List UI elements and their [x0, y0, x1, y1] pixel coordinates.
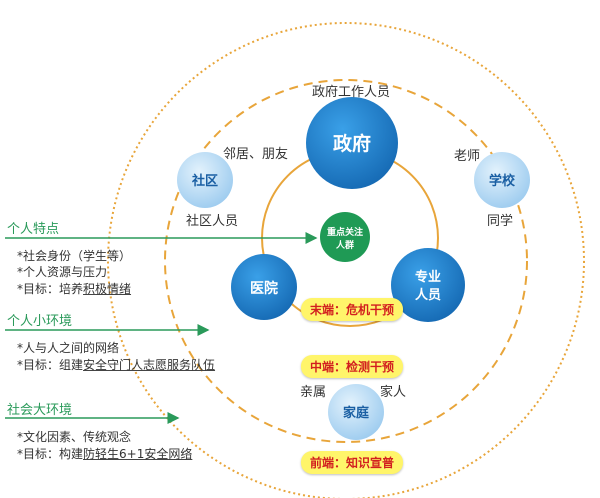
teacher-label: 老师 — [454, 149, 481, 164]
personal-goal: *目标：培养积极情绪 — [17, 282, 131, 296]
hospital-node-label: 医院 — [250, 280, 278, 297]
center-node-label-line1: 重点关注 — [327, 226, 363, 238]
professional-node-label-line1: 专业 — [415, 269, 441, 285]
small-env-goal-text: 安全守门人志愿服务队伍 — [83, 358, 216, 372]
large-env-item-1: *文化因素、传统观念 — [17, 430, 132, 444]
community-staff-label: 社区人员 — [186, 214, 239, 229]
center-node-label-line2: 人群 — [335, 239, 354, 251]
relatives-label: 亲属 — [300, 385, 327, 400]
badge-end-crisis: 末端：危机干预 — [301, 298, 404, 321]
personal-item-1: *社会身份（学生等） — [17, 249, 132, 263]
center-node — [320, 212, 370, 262]
gov-staff-label: 政府工作人员 — [312, 85, 391, 100]
community-node-label: 社区 — [191, 173, 218, 189]
government-node-label: 政府 — [333, 132, 371, 155]
school-node-label: 学校 — [489, 173, 516, 189]
government-node — [306, 97, 398, 189]
middle-ring — [164, 79, 528, 443]
school-node — [474, 152, 530, 208]
large-env-goal: *目标：构建防轻生6+1安全网络 — [17, 447, 192, 461]
personal-item-2: *个人资源与压力 — [17, 265, 108, 279]
large-env-goal-text: 防轻生6+1安全网络 — [83, 447, 193, 461]
classmates-label: 同学 — [487, 214, 514, 229]
hospital-node — [231, 254, 297, 320]
large-env-title: 社会大环境 — [7, 403, 73, 418]
personal-goal-text: 积极情绪 — [83, 282, 132, 296]
small-env-goal-prefix: *目标：组建 — [17, 358, 84, 372]
professional-node-label-line2: 人员 — [415, 287, 441, 303]
small-env-goal: *目标：组建安全守门人志愿服务队伍 — [17, 358, 215, 372]
badge-mid-detection: 中端：检测干预 — [301, 355, 404, 378]
small-env-item-1: *人与人之间的网络 — [17, 341, 120, 355]
personal-title: 个人特点 — [7, 222, 60, 237]
outer-ring — [107, 22, 585, 498]
community-node — [177, 152, 233, 208]
large-env-goal-prefix: *目标：构建 — [17, 447, 84, 461]
family-member-label: 家人 — [380, 385, 407, 400]
small-env-title: 个人小环境 — [7, 314, 73, 329]
professional-node — [391, 248, 465, 322]
family-node-label: 家庭 — [343, 405, 370, 421]
family-node — [328, 384, 384, 440]
neighbors-label: 邻居、朋友 — [223, 147, 289, 162]
badge-front-knowledge: 前端：知识宣普 — [301, 451, 404, 474]
personal-goal-prefix: *目标：培养 — [17, 282, 84, 296]
